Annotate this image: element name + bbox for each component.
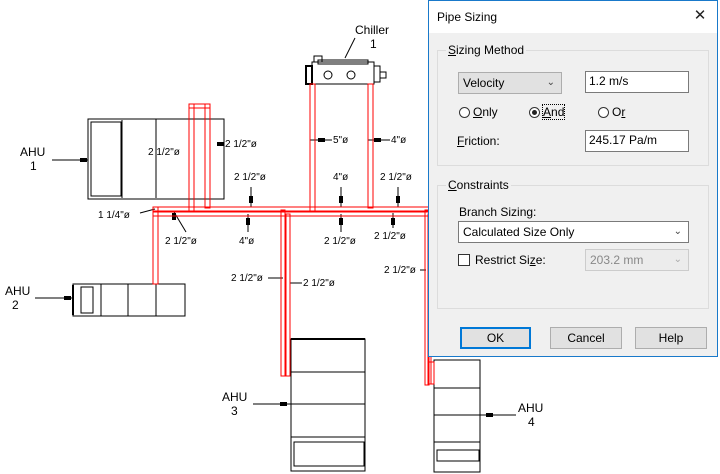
restrict-size-label: Restrict Size: — [475, 253, 546, 267]
close-icon[interactable]: ✕ — [693, 7, 707, 24]
chiller-1-label-name: Chiller — [355, 23, 389, 37]
ahu-2-label-name: AHU — [5, 284, 30, 298]
ok-button[interactable]: OK — [460, 327, 531, 349]
pipe-size-label: 2 1/2"ø — [148, 147, 180, 158]
ahu-3-unit[interactable] — [290, 338, 366, 472]
radio-only[interactable]: Only — [459, 105, 498, 119]
pipe-size-label: 2 1/2"ø — [303, 278, 335, 289]
branch-sizing-select[interactable]: Calculated Size Only ⌄ — [458, 221, 689, 243]
ahu-4-unit[interactable] — [433, 359, 481, 473]
branch-sizing-label: Branch Sizing: — [459, 205, 537, 219]
dialog-title: Pipe Sizing — [437, 10, 498, 24]
pipe-size-label: 2 1/2"ø — [380, 172, 412, 183]
chiller-1-label-num: 1 — [370, 37, 377, 51]
pipe-sizing-dialog: Pipe Sizing ✕ Sizing Method Velocity ⌄ 1… — [428, 0, 718, 357]
radio-or[interactable]: Or — [598, 105, 625, 119]
pipe-size-label: 4"ø — [333, 172, 348, 183]
ahu-3-label-name: AHU — [222, 390, 247, 404]
ahu-2-unit[interactable] — [72, 283, 186, 317]
pipe-size-label: 2 1/2"ø — [384, 265, 416, 276]
cancel-button[interactable]: Cancel — [550, 327, 622, 349]
ahu-1-label-name: AHU — [20, 145, 45, 159]
ahu-2-label-num: 2 — [12, 298, 19, 312]
pipe-size-label: 2 1/2"ø — [324, 236, 356, 247]
ahu-3-label-num: 3 — [231, 404, 238, 418]
constraints-group-label: Constraints — [446, 178, 511, 192]
pipe-size-label: 2 1/2"ø — [231, 273, 263, 284]
sizing-method-select[interactable]: Velocity ⌄ — [458, 72, 562, 94]
restrict-size-select: 203.2 mm ⌄ — [585, 249, 689, 271]
constraints-group: Constraints — [437, 178, 709, 309]
radio-or-indicator[interactable] — [598, 106, 609, 118]
pipe-size-label: 1 1/4"ø — [98, 210, 130, 221]
ahu-4-label-num: 4 — [528, 415, 535, 429]
friction-label: Friction: — [457, 134, 500, 148]
pipe-size-label: 4"ø — [391, 135, 406, 146]
radio-or-label: Or — [612, 105, 626, 119]
help-button[interactable]: Help — [635, 327, 707, 349]
sizing-method-group-label: Sizing Method — [446, 43, 527, 57]
restrict-size-select-value: 203.2 mm — [590, 253, 644, 267]
chevron-down-icon: ⌄ — [673, 254, 682, 265]
pipe-size-label: 2 1/2"ø — [165, 236, 197, 247]
chevron-down-icon: ⌄ — [673, 226, 682, 237]
dialog-titlebar[interactable]: Pipe Sizing ✕ — [429, 1, 717, 33]
radio-and[interactable]: And — [529, 104, 566, 120]
restrict-size-checkbox-box[interactable] — [458, 254, 470, 266]
sizing-method-select-value: Velocity — [463, 76, 505, 90]
friction-input[interactable]: 245.17 Pa/m — [585, 130, 689, 152]
radio-and-indicator[interactable] — [529, 106, 540, 118]
sizing-method-group: Sizing Method — [437, 43, 709, 166]
radio-only-label: Only — [473, 105, 498, 119]
pipe-network[interactable] — [152, 83, 435, 386]
pipe-size-label: 2 1/2"ø — [374, 231, 406, 242]
radio-only-indicator[interactable] — [459, 106, 470, 118]
velocity-input[interactable]: 1.2 m/s — [585, 71, 689, 93]
ahu-1-label-num: 1 — [30, 159, 37, 173]
pipe-size-label: 2 1/2"ø — [234, 172, 266, 183]
radio-and-label: And — [541, 104, 566, 120]
chevron-down-icon: ⌄ — [546, 77, 555, 88]
pipe-size-label: 2 1/2"ø — [225, 139, 257, 150]
pipe-size-label: 5"ø — [333, 135, 348, 146]
chiller-1-unit[interactable] — [305, 55, 387, 85]
branch-sizing-select-value: Calculated Size Only — [463, 225, 575, 239]
restrict-size-checkbox[interactable]: Restrict Size: — [458, 253, 546, 267]
ahu-4-label-name: AHU — [518, 401, 543, 415]
pipe-size-label: 4"ø — [239, 236, 254, 247]
